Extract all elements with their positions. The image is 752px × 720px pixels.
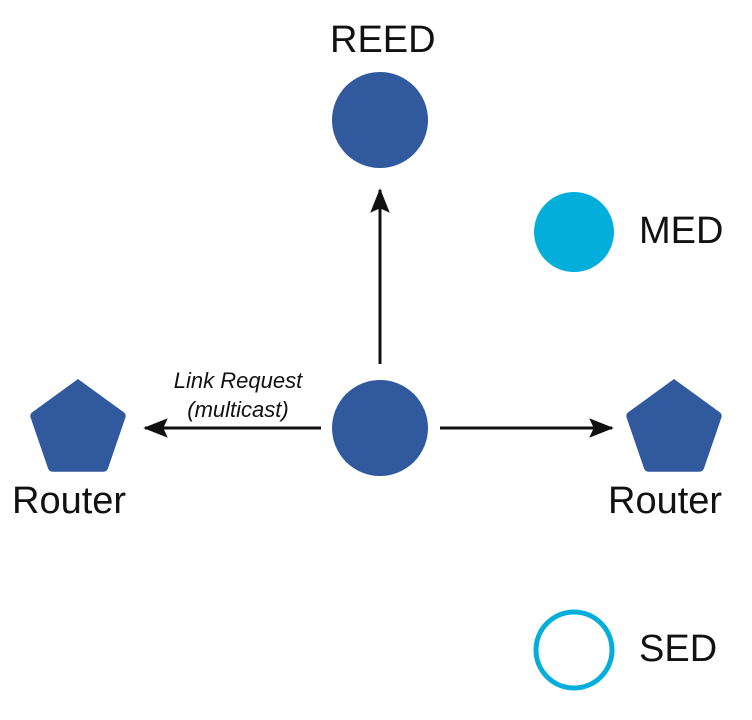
node-label-sed: SED [639, 628, 718, 670]
node-label-med: MED [639, 210, 724, 252]
nodes-group [30, 72, 722, 691]
node-router-left-pentagon[interactable] [30, 379, 126, 472]
node-center-circle[interactable] [332, 380, 428, 476]
node-label-reed: REED [330, 19, 436, 61]
node-router-right-pentagon[interactable] [626, 379, 722, 472]
node-sed-circle[interactable] [533, 609, 615, 691]
edge-label-link-request-line2: (multicast) [187, 397, 289, 423]
node-label-router-left: Router [12, 480, 127, 522]
edge-label-link-request-line1: Link Request [173, 368, 303, 393]
node-label-router-right: Router [608, 480, 723, 522]
node-reed-circle[interactable] [332, 72, 428, 168]
edges-group [143, 188, 614, 438]
edge-label-link-request: Link Request (multicast) [138, 366, 338, 424]
node-med-circle[interactable] [534, 192, 614, 272]
